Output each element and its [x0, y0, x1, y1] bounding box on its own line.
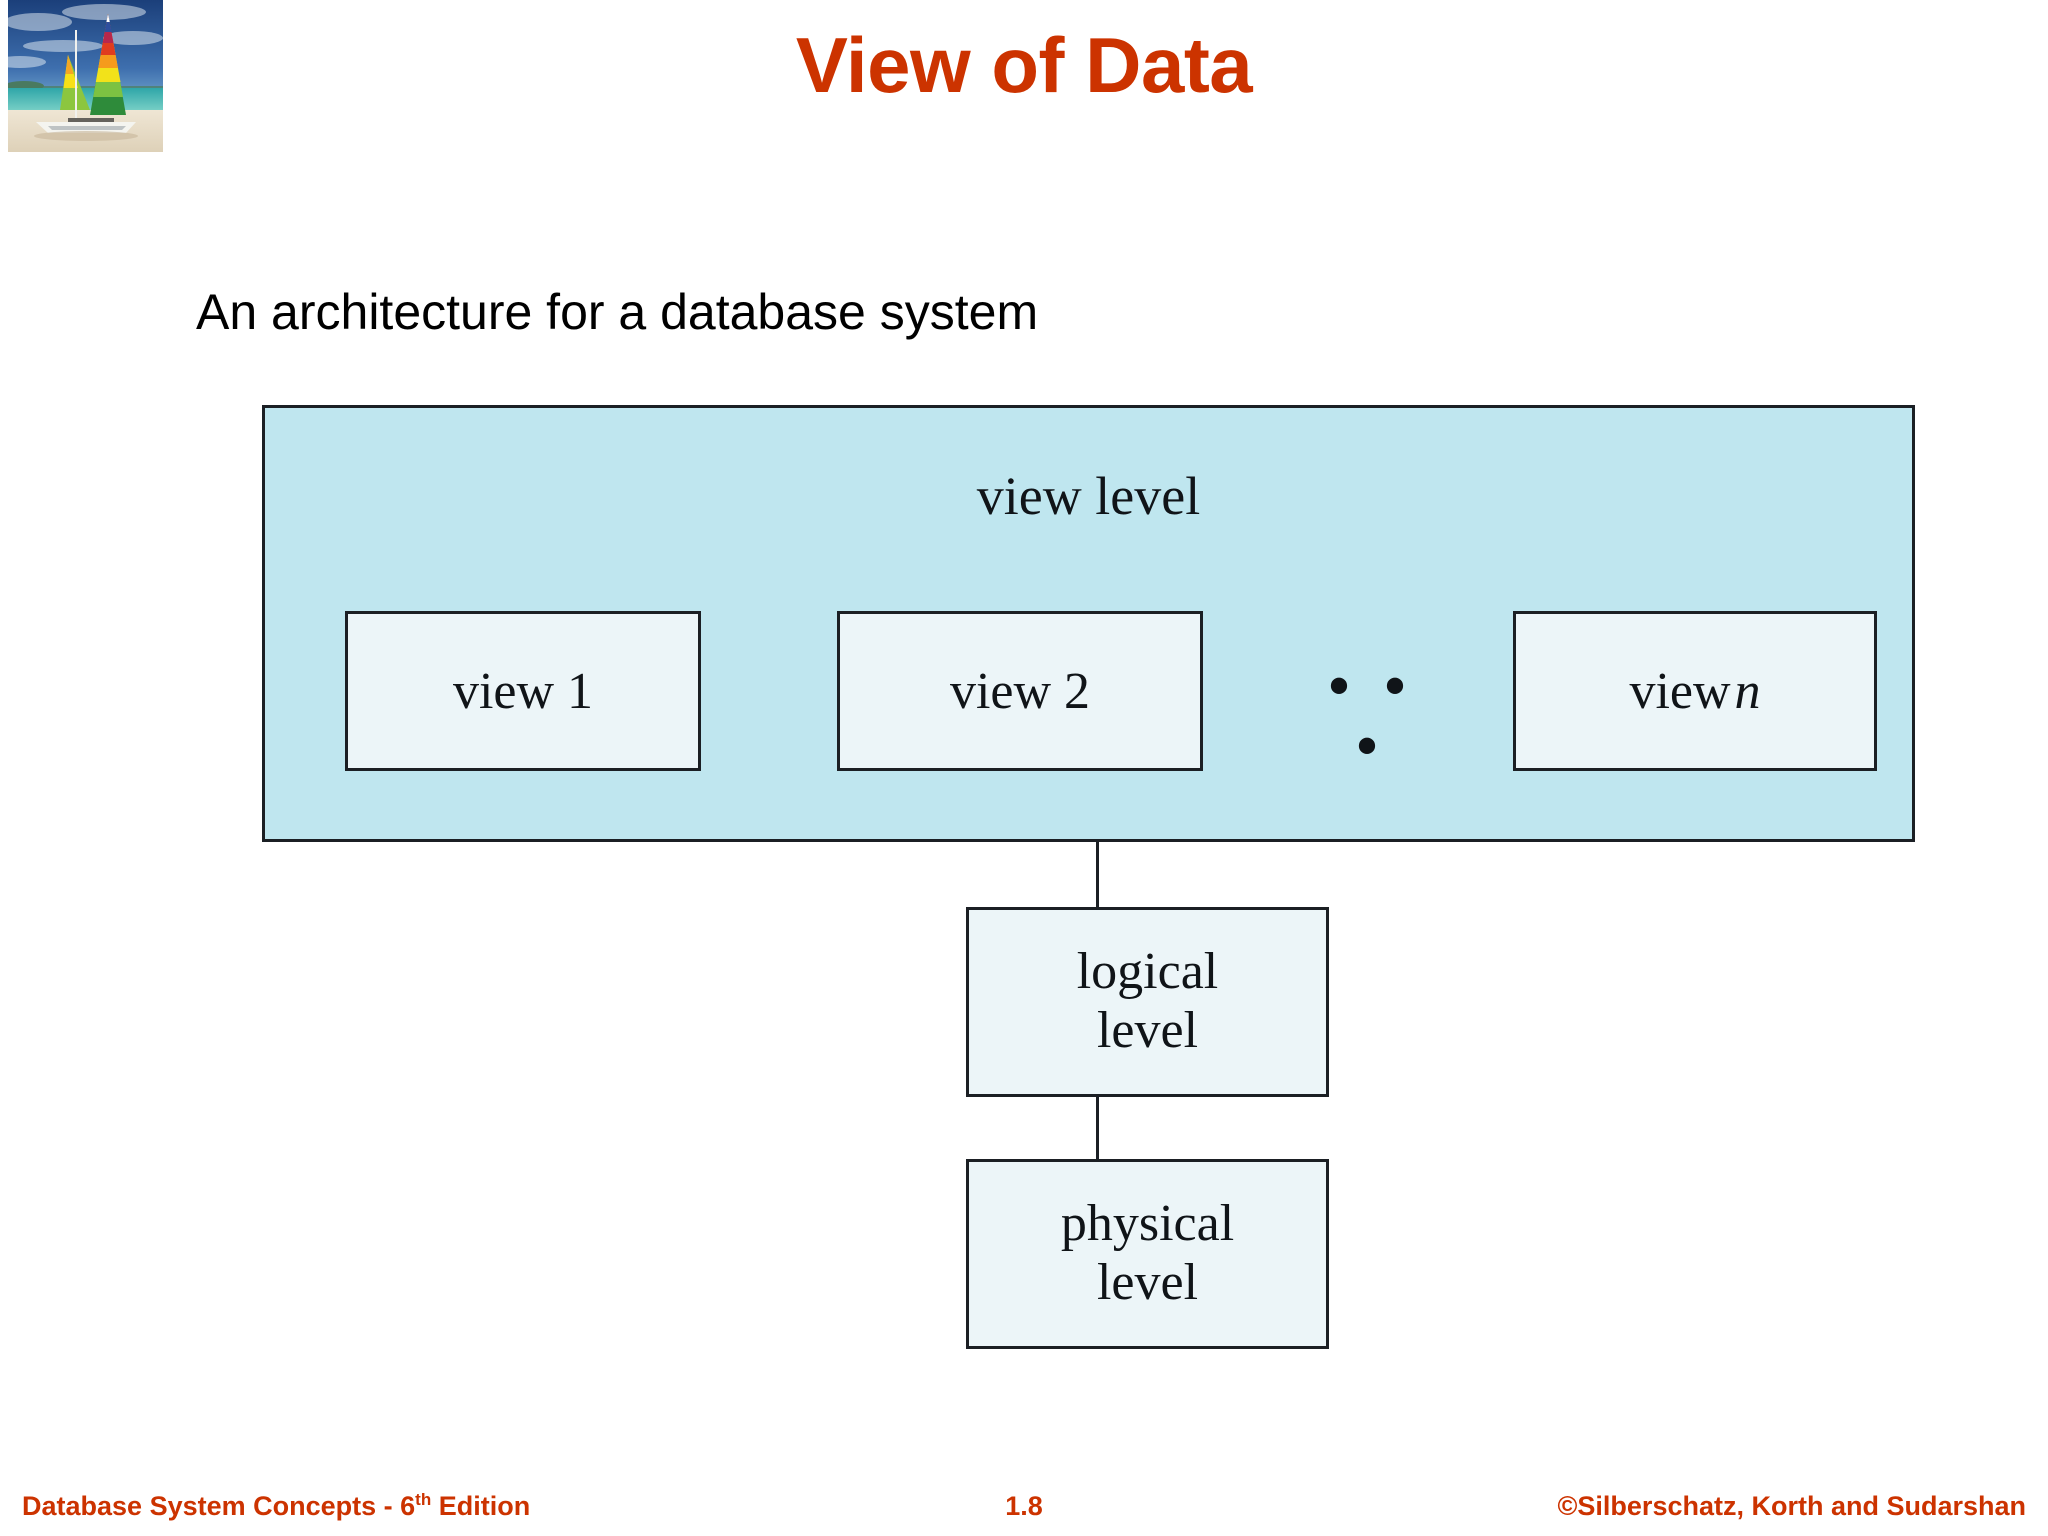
architecture-diagram: view level view 1 view 2 • • • view n lo… [262, 405, 1917, 1385]
sailboat-logo [8, 0, 163, 152]
view-2-box: view 2 [837, 611, 1203, 771]
footer-page-number: 1.8 [1005, 1491, 1043, 1521]
view-level-label: view level [976, 466, 1201, 526]
connector-logical-to-physical [1096, 1096, 1099, 1159]
logical-level-label-line1: logical [1076, 943, 1219, 1001]
physical-level-label-line1: physical [1060, 1195, 1235, 1253]
ellipsis-dots: • • • [1328, 653, 1416, 779]
physical-level-label-line2: level [1096, 1254, 1199, 1311]
body-text: An architecture for a database system [196, 284, 1039, 340]
footer-book-title: Database System Concepts - 6th Edition [22, 1490, 530, 1522]
footer-edition-superscript: th [415, 1490, 432, 1509]
logical-level-label-line2: level [1096, 1002, 1199, 1059]
view-1-box: view 1 [345, 611, 701, 771]
view-n-label-index: n [1734, 662, 1761, 720]
footer-book-title-text: Database System Concepts - 6 [22, 1491, 416, 1521]
page-title: View of Data [795, 21, 1253, 109]
view-1-label: view 1 [452, 662, 594, 720]
footer-edition-tail: Edition [431, 1491, 531, 1521]
footer-copyright: ©Silberschatz, Korth and Sudarshan [1557, 1491, 2026, 1521]
view-n-label-prefix: view [1629, 662, 1731, 720]
logical-level-box: logical level [966, 907, 1329, 1097]
view-2-label: view 2 [949, 662, 1091, 720]
physical-level-box: physical level [966, 1159, 1329, 1349]
sailboat-beach-photo-logo [8, 0, 163, 152]
connector-view-to-logical [1096, 842, 1099, 907]
view-n-box: view n [1513, 611, 1877, 771]
view-level-container: view level view 1 view 2 • • • view n [262, 405, 1915, 842]
